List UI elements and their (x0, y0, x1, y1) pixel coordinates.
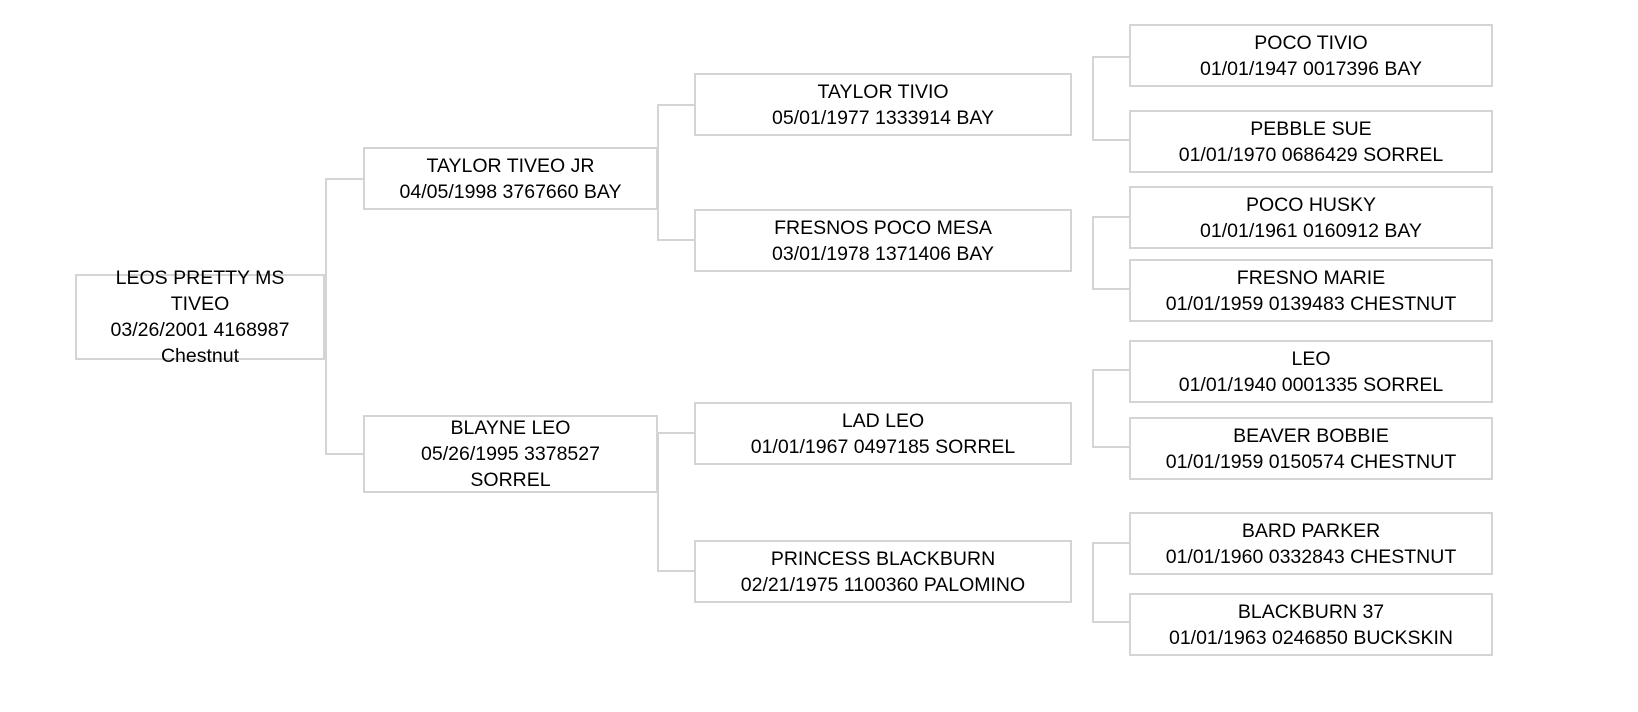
connector-sd-to-gen3 (1092, 216, 1130, 290)
node-sire-sire-line1: TAYLOR TIVIO (817, 80, 949, 103)
connector-sire-to-gen2 (657, 104, 695, 241)
node-root-line1: LEOS PRETTY MS (115, 267, 285, 289)
node-dam-dam-line1: PRINCESS BLACKBURN (770, 547, 996, 570)
node-ss-dam[interactable]: PEBBLE SUE 01/01/1970 0686429 SORREL (1129, 110, 1493, 173)
node-dam-sire-line1: LAD LEO (841, 409, 925, 432)
node-dam-dam[interactable]: PRINCESS BLACKBURN 02/21/1975 1100360 PA… (694, 540, 1072, 603)
node-dam-sire-line2: 01/01/1967 0497185 SORREL (750, 435, 1016, 458)
node-dd-sire[interactable]: BARD PARKER 01/01/1960 0332843 CHESTNUT (1129, 512, 1493, 575)
node-dam-line3: SORREL (470, 469, 551, 491)
node-dd-sire-line1: BARD PARKER (1241, 519, 1381, 542)
node-sd-dam-line1: FRESNO MARIE (1236, 266, 1386, 289)
node-ds-sire-line2: 01/01/1940 0001335 SORREL (1178, 373, 1444, 396)
connector-dd-to-gen3 (1092, 542, 1130, 623)
connector-ds-to-gen3 (1092, 369, 1130, 448)
node-ss-dam-line2: 01/01/1970 0686429 SORREL (1178, 143, 1444, 166)
node-sire-sire-line2: 05/01/1977 1333914 BAY (772, 106, 994, 129)
node-dam-line1: BLAYNE LEO (450, 417, 571, 439)
node-root-line4: Chestnut (160, 345, 240, 367)
node-sire-sire[interactable]: TAYLOR TIVIO 05/01/1977 1333914 BAY (694, 73, 1072, 136)
node-sire[interactable]: TAYLOR TIVEO JR 04/05/1998 3767660 BAY (363, 147, 658, 210)
node-sire-line2: 04/05/1998 3767660 BAY (399, 180, 622, 203)
node-ds-sire[interactable]: LEO 01/01/1940 0001335 SORREL (1129, 340, 1493, 403)
connector-ss-to-gen3 (1092, 56, 1130, 141)
node-root-line3: 03/26/2001 4168987 (110, 319, 290, 341)
node-ss-dam-line1: PEBBLE SUE (1250, 117, 1372, 140)
node-sire-dam[interactable]: FRESNOS POCO MESA 03/01/1978 1371406 BAY (694, 209, 1072, 272)
node-sire-dam-line2: 03/01/1978 1371406 BAY (772, 242, 994, 265)
connector-root-to-gen1 (325, 178, 365, 455)
node-ds-dam[interactable]: BEAVER BOBBIE 01/01/1959 0150574 CHESTNU… (1129, 417, 1493, 480)
node-ss-sire-line1: POCO TIVIO (1254, 31, 1368, 54)
node-ds-dam-line2: 01/01/1959 0150574 CHESTNUT (1165, 450, 1457, 473)
node-sd-sire-line1: POCO HUSKY (1245, 193, 1377, 216)
node-dd-sire-line2: 01/01/1960 0332843 CHESTNUT (1165, 545, 1457, 568)
node-root[interactable]: LEOS PRETTY MS TIVEO 03/26/2001 4168987 … (75, 267, 325, 367)
node-dam-line2: 05/26/1995 3378527 (421, 443, 600, 465)
node-dd-dam-line2: 01/01/1963 0246850 BUCKSKIN (1168, 626, 1454, 649)
node-ss-sire[interactable]: POCO TIVIO 01/01/1947 0017396 BAY (1129, 24, 1493, 87)
node-ds-sire-line1: LEO (1291, 347, 1331, 370)
node-dam[interactable]: BLAYNE LEO 05/26/1995 3378527 SORREL (363, 415, 658, 493)
node-sd-sire-line2: 01/01/1961 0160912 BAY (1200, 219, 1422, 242)
node-sire-line1: TAYLOR TIVEO JR (426, 154, 595, 177)
node-dam-sire[interactable]: LAD LEO 01/01/1967 0497185 SORREL (694, 402, 1072, 465)
node-sd-dam[interactable]: FRESNO MARIE 01/01/1959 0139483 CHESTNUT (1129, 259, 1493, 322)
node-ds-dam-line1: BEAVER BOBBIE (1233, 424, 1389, 447)
node-dd-dam-line1: BLACKBURN 37 (1237, 600, 1385, 623)
node-ss-sire-line2: 01/01/1947 0017396 BAY (1200, 57, 1422, 80)
node-dam-dam-line2: 02/21/1975 1100360 PALOMINO (740, 573, 1026, 596)
connector-dam-to-gen2 (657, 432, 695, 572)
node-sire-dam-line1: FRESNOS POCO MESA (774, 216, 992, 239)
node-root-line2: TIVEO (170, 293, 230, 315)
node-sd-dam-line2: 01/01/1959 0139483 CHESTNUT (1165, 292, 1457, 315)
node-sd-sire[interactable]: POCO HUSKY 01/01/1961 0160912 BAY (1129, 186, 1493, 249)
node-dd-dam[interactable]: BLACKBURN 37 01/01/1963 0246850 BUCKSKIN (1129, 593, 1493, 656)
